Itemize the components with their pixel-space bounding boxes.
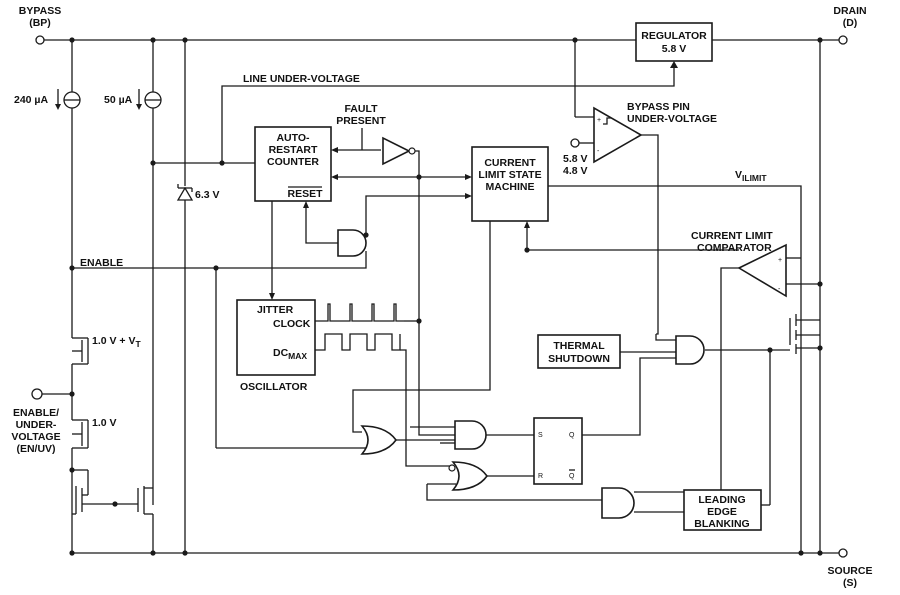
- oscillator-block: [236, 299, 316, 376]
- zener-label: 6.3 V: [195, 189, 220, 201]
- svg-text:MACHINE: MACHINE: [486, 181, 535, 193]
- svg-text:Q: Q: [569, 432, 575, 439]
- bypass-uv-comparator: + -: [593, 106, 643, 164]
- svg-text:+: +: [597, 117, 601, 124]
- current-240ua-label: 240 µA: [14, 94, 48, 106]
- clock-waveform: [315, 303, 404, 322]
- svg-text:FAULT: FAULT: [344, 103, 378, 115]
- regulator-block: [635, 22, 713, 62]
- leading-edge-blanking: [683, 489, 762, 531]
- svg-text:CURRENT: CURRENT: [484, 157, 536, 169]
- svg-text:UNDER-VOLTAGE: UNDER-VOLTAGE: [627, 113, 717, 125]
- drain-abbr: (D): [843, 17, 858, 29]
- and-gate-reset: [337, 229, 367, 257]
- svg-text:UNDER-: UNDER-: [16, 419, 57, 431]
- enable-label: ENABLE: [80, 257, 123, 269]
- svg-text:5.8 V: 5.8 V: [563, 153, 588, 165]
- regulator-title: REGULATOR: [641, 30, 707, 42]
- or-gate-enable: [360, 425, 397, 455]
- svg-text:COMPARATOR: COMPARATOR: [697, 242, 772, 254]
- enable-pin: [31, 388, 43, 400]
- thermal-shutdown-block: [537, 334, 621, 369]
- vilimit-label: VILIMIT: [735, 169, 767, 183]
- svg-text:EDGE: EDGE: [707, 506, 737, 518]
- dcmax-label: DCMAX: [273, 347, 307, 361]
- enable-transistor-lower: [71, 394, 89, 553]
- svg-text:JITTER: JITTER: [257, 304, 294, 316]
- svg-text:BLANKING: BLANKING: [694, 518, 749, 530]
- svg-text:SHUTDOWN: SHUTDOWN: [548, 353, 610, 365]
- svg-text:4.8 V: 4.8 V: [563, 165, 588, 177]
- enable-pin-label: ENABLE/ UNDER- VOLTAGE (EN/UV): [11, 407, 60, 455]
- source-label: SOURCE: [828, 565, 873, 577]
- svg-text:R: R: [538, 473, 543, 480]
- svg-text:CLOCK: CLOCK: [273, 318, 311, 330]
- inverter-gate: [382, 136, 416, 166]
- oscillator-label: OSCILLATOR: [240, 381, 308, 393]
- reset-label: RESET: [287, 188, 323, 200]
- svg-text:LEADING: LEADING: [698, 494, 745, 506]
- current-source-50ua: [136, 40, 162, 505]
- and-gate-set: [454, 420, 487, 450]
- bypass-abbr: (BP): [29, 17, 51, 29]
- svg-text:-: -: [778, 286, 781, 293]
- svg-text:COUNTER: COUNTER: [267, 156, 319, 168]
- current-limit-comparator: + -: [737, 243, 787, 298]
- line-under-voltage-label: LINE UNDER-VOLTAGE: [243, 73, 360, 85]
- zener-diode: [176, 40, 194, 553]
- svg-text:ENABLE/: ENABLE/: [13, 407, 59, 419]
- v1-label: 1.0 V + VT: [92, 335, 142, 349]
- current-50ua-label: 50 µA: [104, 94, 133, 106]
- svg-text:PRESENT: PRESENT: [336, 115, 386, 127]
- svg-text:AUTO-: AUTO-: [276, 132, 310, 144]
- current-mirror: [72, 469, 154, 553]
- dcmax-waveform: [315, 333, 401, 351]
- svg-text:VOLTAGE: VOLTAGE: [11, 431, 60, 443]
- and-gate-output: [675, 335, 705, 365]
- current-limit-state-machine: [471, 146, 549, 222]
- power-mosfet: [789, 314, 820, 354]
- or-gate-reset: [448, 461, 488, 491]
- v2-label: 1.0 V: [92, 417, 117, 429]
- sr-latch: [533, 417, 583, 485]
- svg-text:THERMAL: THERMAL: [553, 340, 605, 352]
- source-abbr: (S): [843, 577, 857, 589]
- svg-text:RESTART: RESTART: [269, 144, 318, 156]
- svg-text:BYPASS PIN: BYPASS PIN: [627, 101, 690, 113]
- bypass-pin: [35, 35, 45, 45]
- svg-text:+: +: [778, 257, 782, 264]
- svg-text:S: S: [538, 432, 543, 439]
- svg-text:Q: Q: [569, 473, 575, 480]
- enable-transistor-upper: [71, 337, 89, 394]
- junction-dots: [69, 37, 823, 556]
- drain-pin: [838, 35, 848, 45]
- svg-text:(EN/UV): (EN/UV): [16, 443, 55, 455]
- drain-label: DRAIN: [833, 5, 866, 17]
- current-source-240ua: [55, 40, 81, 338]
- source-pin: [838, 548, 848, 558]
- regulator-voltage: 5.8 V: [662, 43, 687, 55]
- svg-text:-: -: [597, 148, 600, 155]
- auto-restart-counter: [254, 126, 332, 202]
- svg-text:CURRENT LIMIT: CURRENT LIMIT: [691, 230, 773, 242]
- svg-text:LIMIT STATE: LIMIT STATE: [478, 169, 541, 181]
- bypass-label: BYPASS: [19, 5, 61, 17]
- and-gate-leb: [601, 487, 635, 519]
